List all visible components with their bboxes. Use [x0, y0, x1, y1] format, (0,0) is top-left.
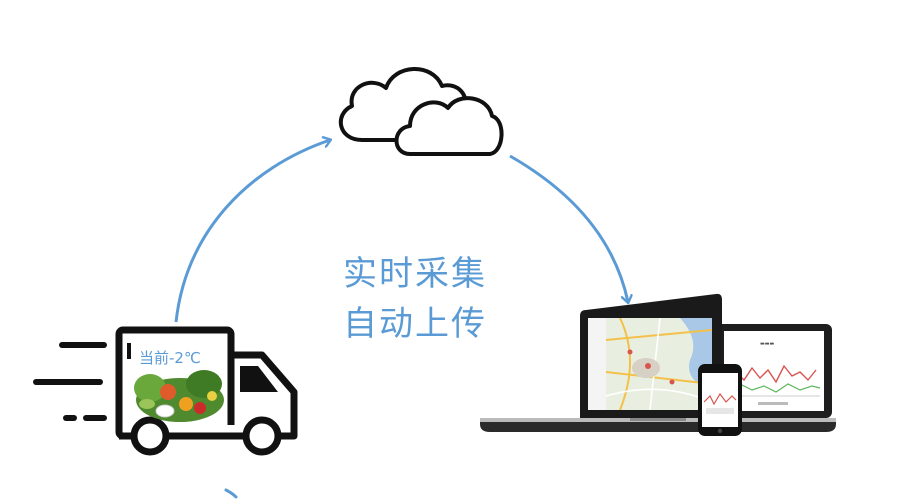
- wheel: [130, 416, 170, 456]
- arrow-truck-to-cloud: [174, 140, 330, 323]
- caption-line-2: 自动上传: [343, 304, 487, 344]
- svg-text:▬▬▬: ▬▬▬: [760, 341, 774, 347]
- truck-icon: 当前-2℃: [33, 326, 298, 456]
- arrow-cloud-to-devices: [509, 154, 628, 302]
- wheel: [242, 416, 282, 456]
- vegetables-icon: [134, 370, 224, 422]
- devices-group: ▬▬▬: [480, 293, 836, 436]
- tablet-chart-line: [727, 364, 817, 384]
- arrow-devices-to-truck-fragment: [224, 488, 238, 499]
- map-view: [588, 318, 712, 410]
- temperature-label: 当前-2℃: [139, 349, 201, 367]
- tablet-icon: ▬▬▬: [716, 324, 832, 418]
- caption-line-1: 实时采集: [343, 254, 487, 294]
- tablet-chart-line-green: [727, 383, 821, 393]
- phone-chart-line: [703, 392, 737, 406]
- phone-icon: [698, 364, 742, 436]
- laptop-icon: [480, 293, 836, 432]
- cloud-icon: [338, 67, 504, 156]
